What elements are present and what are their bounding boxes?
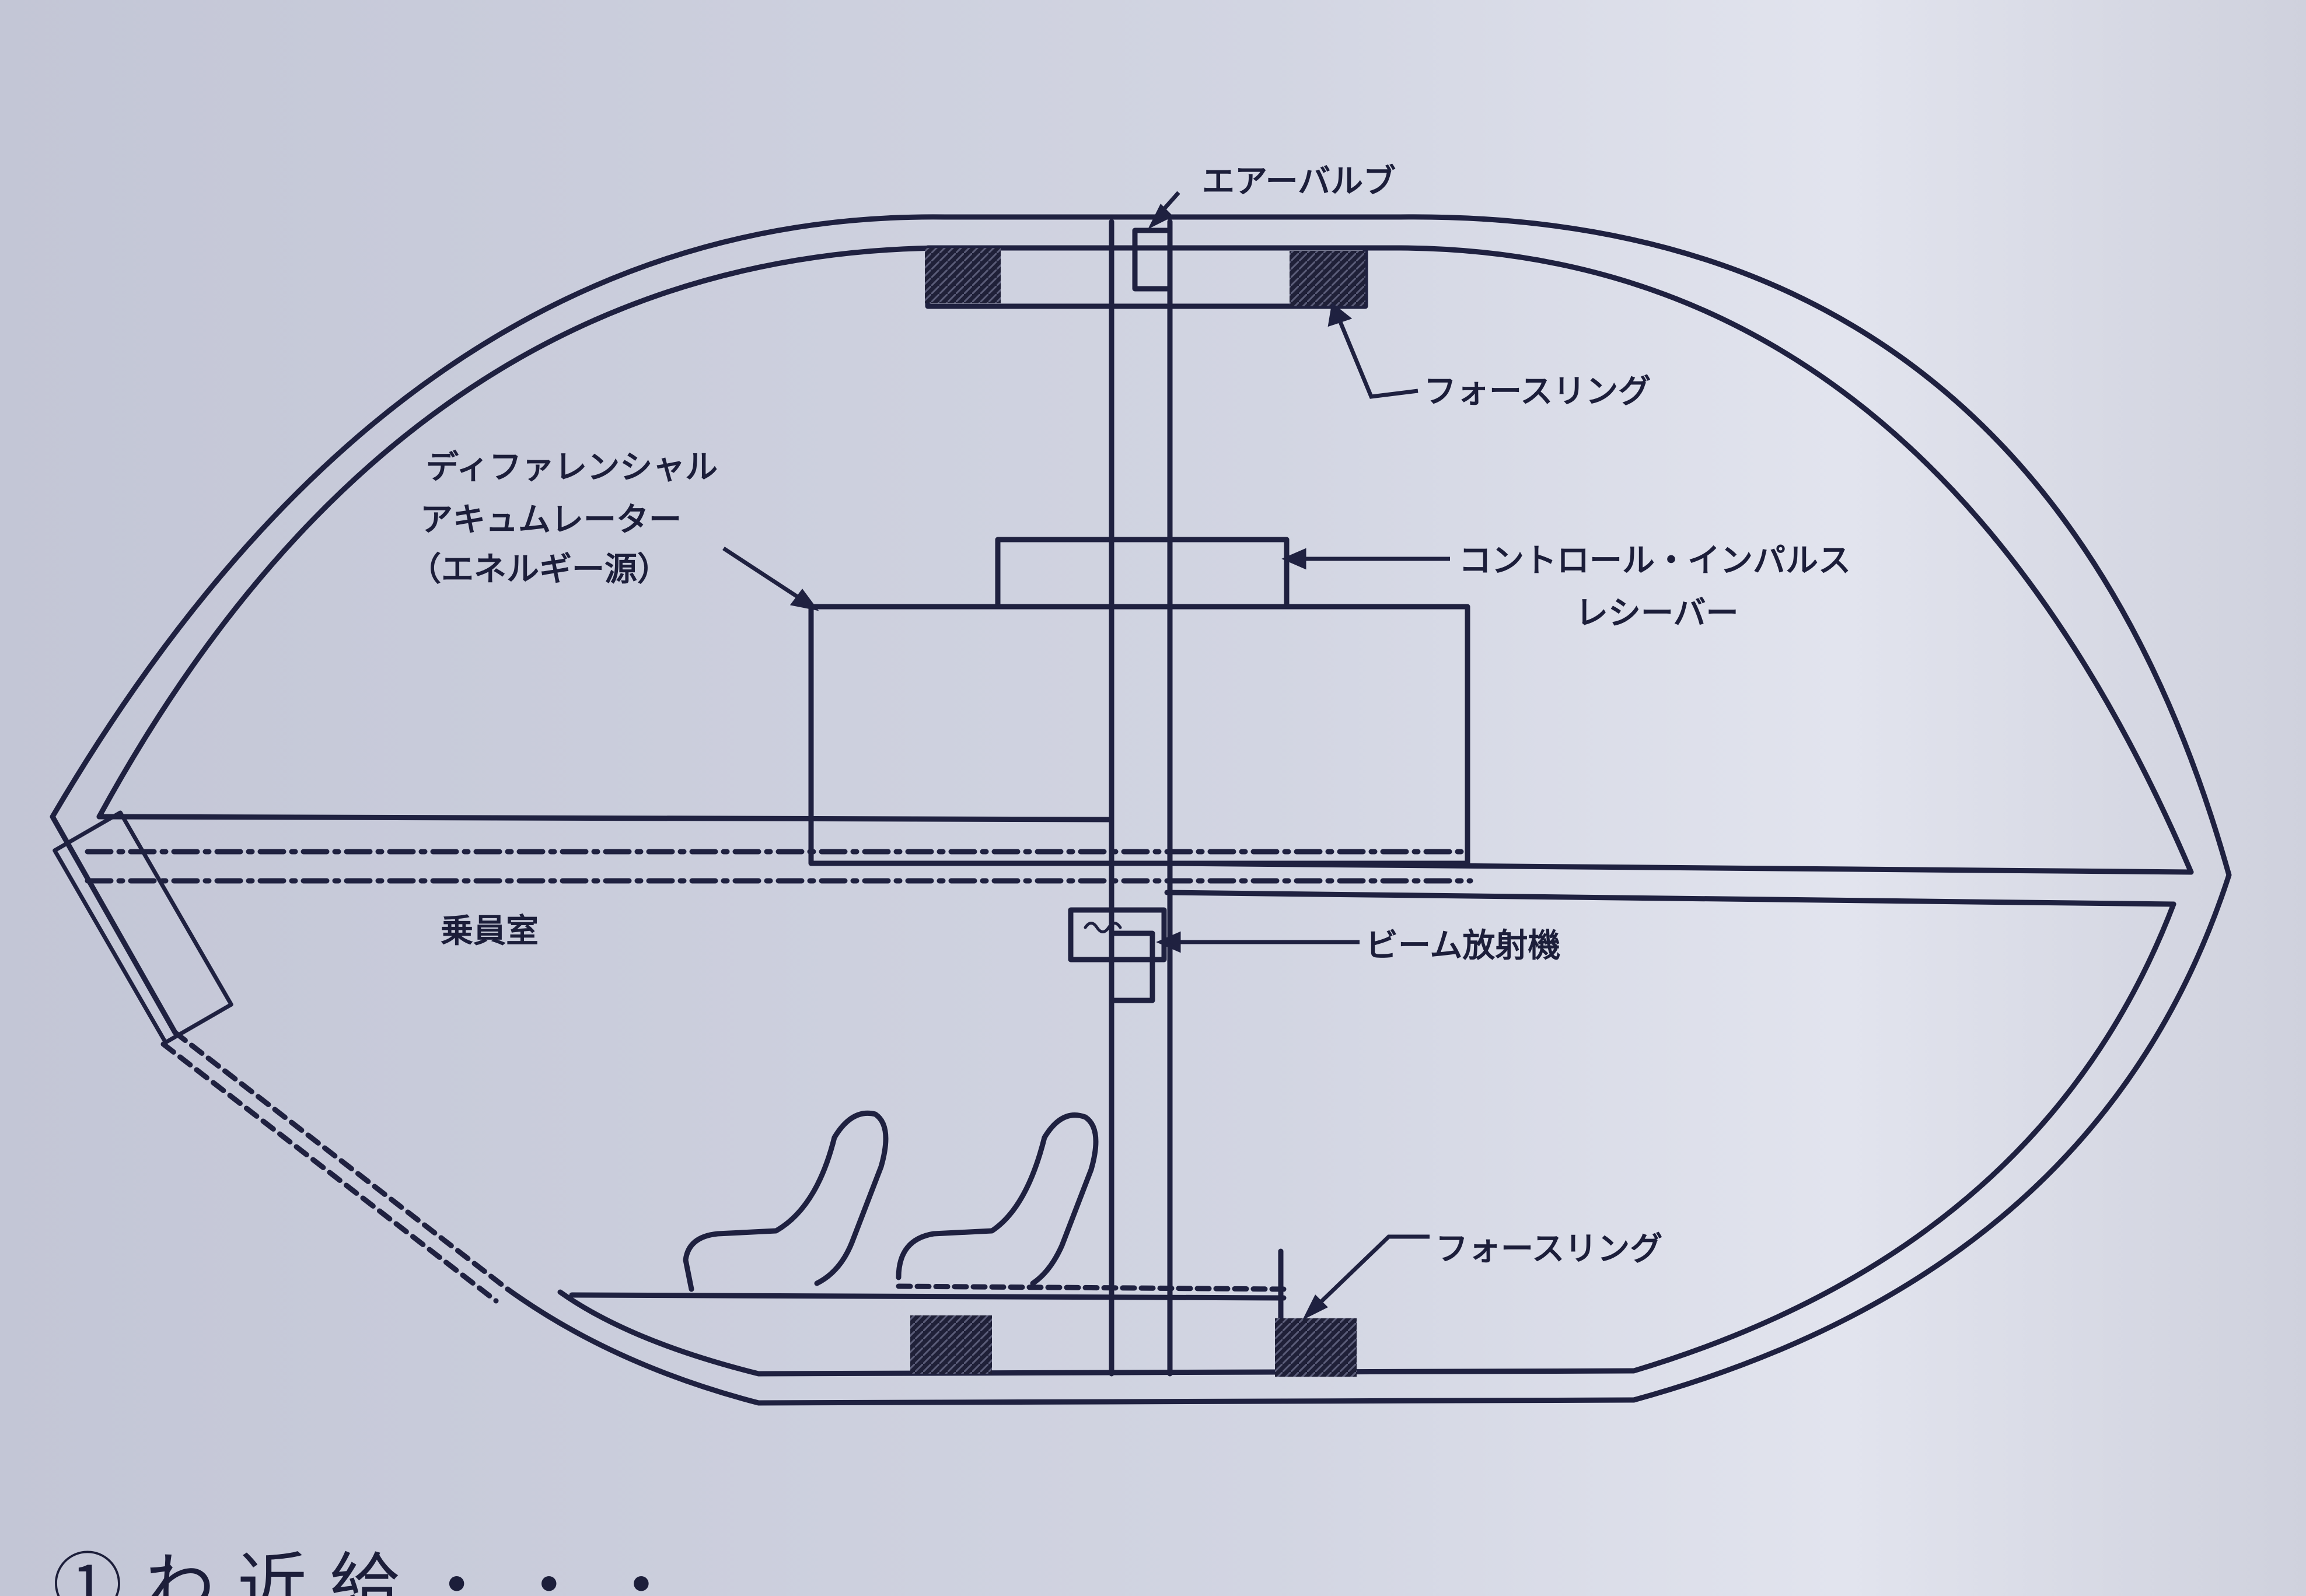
- force-ring-block: [925, 248, 1001, 303]
- force-ring-block: [1290, 251, 1365, 306]
- force-ring-block: [1275, 1318, 1357, 1377]
- label-crew-room: 乗員室: [441, 912, 539, 950]
- label-force-ring-bottom: フォースリング: [1435, 1230, 1662, 1268]
- label-air-valve: エアーバルブ: [1202, 163, 1396, 201]
- label-receiver-line2: レシーバー: [1575, 594, 1738, 632]
- beam-emitter-box: [1068, 907, 1167, 963]
- force-ring-block: [910, 1315, 992, 1374]
- label-accumulator-line1: ディファレンシャル: [426, 449, 718, 487]
- inner-hull-upper: [96, 245, 2194, 875]
- outer-hull: [50, 214, 2232, 1406]
- inner-hull-lower: [557, 901, 2176, 1377]
- impulse-receiver: [995, 537, 1290, 610]
- label-receiver-line1: コントロール・インパルス: [1459, 542, 1851, 580]
- caption-fragment: ① わ 近 給 ・ ・ ・: [53, 1546, 676, 1596]
- energy-accumulator: [808, 604, 1470, 866]
- label-force-ring-top: フォースリング: [1424, 373, 1651, 411]
- seat-1: [683, 1110, 889, 1292]
- hatch-door: [172, 1030, 511, 1292]
- seat-2: [896, 1112, 1099, 1286]
- label-accumulator-line2: アキュムレーター: [420, 501, 682, 539]
- label-beam-emitter: ビーム放射機: [1365, 927, 1560, 965]
- label-accumulator-line3: （エネルギー源）: [408, 551, 670, 589]
